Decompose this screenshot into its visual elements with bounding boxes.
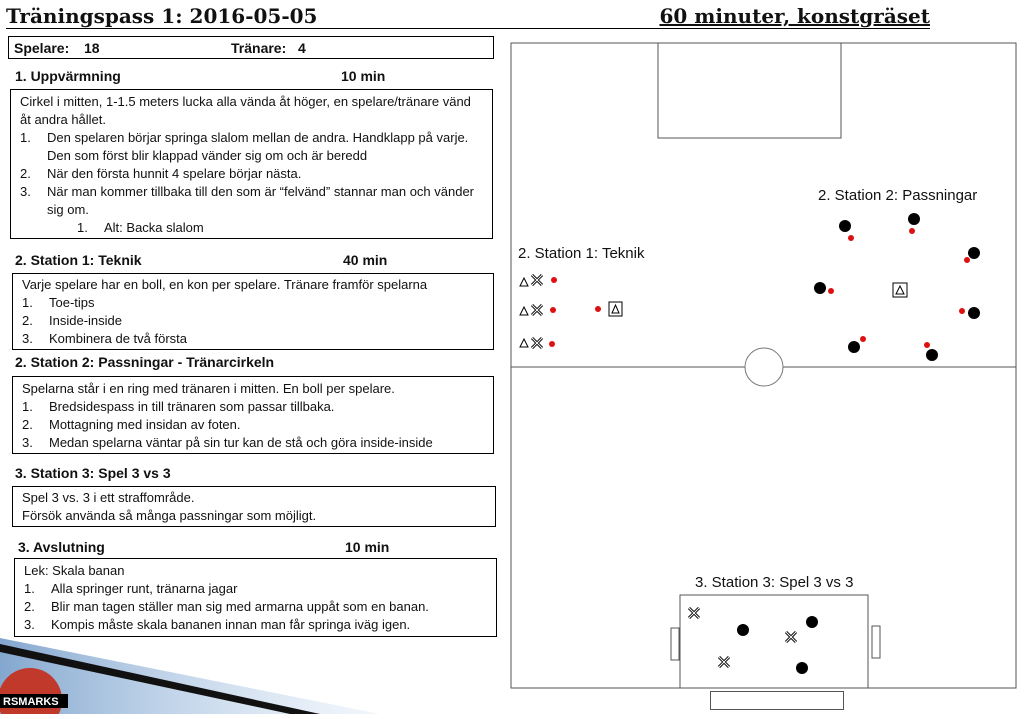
ball-icon (848, 235, 854, 241)
player-icon (814, 282, 826, 294)
list-item: 2.Mottagning med insidan av foten. (22, 417, 241, 432)
warmup-intro: Cirkel i mitten, 1-1.5 meters lucka alla… (20, 94, 471, 127)
station2-intro: Spelarna står i en ring med tränaren i m… (22, 381, 395, 396)
station1-row-1 (519, 273, 557, 287)
station2-field-label: 2. Station 2: Passningar (818, 187, 977, 204)
cone-icon (519, 305, 529, 316)
station1-heading: 2. Station 1: Teknik (15, 252, 142, 268)
goal-left (670, 627, 680, 661)
warmup-box: Cirkel i mitten, 1-1.5 meters lucka alla… (10, 89, 493, 239)
swoosh-blue (0, 638, 380, 714)
ball-icon (959, 308, 965, 314)
swoosh-black (0, 644, 320, 714)
ball-icon (595, 306, 601, 312)
ball-icon (909, 228, 915, 234)
ball-icon (549, 341, 555, 347)
cooldown-heading: 3. Avslutning (18, 539, 105, 555)
player-x-icon (530, 303, 544, 317)
players-value: 18 (84, 40, 100, 56)
warmup-heading: 1. Uppvärmning (15, 68, 121, 84)
top-penalty-area (657, 42, 842, 139)
warmup-list: 1.Den spelaren börjar springa slalom mel… (20, 129, 483, 219)
ball-icon (964, 257, 970, 263)
list-item: 1.Bredsidespass in till tränaren som pas… (22, 399, 335, 414)
station2-list: 1.Bredsidespass in till tränaren som pas… (22, 398, 484, 452)
warmup-time: 10 min (341, 68, 386, 84)
station3-heading: 3. Station 3: Spel 3 vs 3 (15, 465, 171, 481)
player-icon (839, 220, 851, 232)
cone-icon (519, 337, 529, 348)
cooldown-intro: Lek: Skala banan (24, 563, 125, 578)
title-bar: Träningspass 1: 2016-05-05 60 minuter, k… (6, 2, 930, 29)
player-x-icon (717, 655, 731, 669)
station1-box: Varje spelare har en boll, en kon per sp… (12, 273, 494, 350)
list-item: 1.Alla springer runt, tränarna jagar (24, 581, 238, 596)
list-item: 2.Inside-inside (22, 313, 122, 328)
station1-intro: Varje spelare har en boll, en kon per sp… (22, 277, 428, 292)
player-icon (908, 213, 920, 225)
player-x-icon (687, 606, 701, 620)
station2-heading: 2. Station 2: Passningar - Tränarcirkeln (15, 354, 275, 370)
station1-list: 1.Toe-tips 2.Inside-inside 3.Kombinera d… (22, 294, 484, 348)
player-x-icon (784, 630, 798, 644)
station3-box: Spel 3 vs. 3 i ett straffområde. Försök … (12, 486, 496, 527)
player-icon (806, 616, 818, 628)
list-item: 3.Kombinera de två första (22, 331, 188, 346)
station2-box: Spelarna står i en ring med tränaren i m… (12, 376, 494, 454)
station1-time: 40 min (343, 252, 388, 268)
station3-field-label: 3. Station 3: Spel 3 vs 3 (695, 574, 853, 591)
players-label: Spelare: (14, 40, 70, 56)
station1-field-label: 2. Station 1: Teknik (518, 245, 645, 262)
club-logo-area: RSMARKS (0, 630, 380, 719)
player-icon (968, 307, 980, 319)
coaches-value: 4 (298, 40, 306, 56)
cone-icon (519, 276, 529, 287)
swoosh-graphic: RSMARKS (0, 638, 380, 719)
station3-line1: Spel 3 vs. 3 i ett straffområde. (22, 490, 195, 505)
coaches-label: Tränare: (231, 40, 287, 56)
player-x-icon (530, 273, 544, 287)
player-x-icon (530, 336, 544, 350)
page-title: Träningspass 1: 2016-05-05 (6, 4, 318, 28)
station2-circle (814, 213, 980, 361)
station3-players (687, 606, 818, 674)
center-circle (744, 347, 784, 387)
cooldown-box: Lek: Skala banan 1.Alla springer runt, t… (14, 558, 497, 637)
ball-icon (924, 342, 930, 348)
cooldown-time: 10 min (345, 539, 390, 555)
list-item: 3.Kompis måste skala bananen innan man f… (24, 617, 411, 632)
bottom-penalty-area (679, 594, 869, 689)
player-icon (796, 662, 808, 674)
list-item: 3.Medan spelarna väntar på sin tur kan d… (22, 435, 433, 450)
bottom-goal-box (710, 691, 844, 710)
station1-row-3 (519, 336, 555, 350)
logo-banner (0, 694, 68, 708)
list-item: 1.Den spelaren börjar springa slalom mel… (20, 130, 469, 163)
ball-icon (551, 277, 557, 283)
player-icon (848, 341, 860, 353)
goal-right (871, 625, 881, 659)
list-item: 3.När man kommer tillbaka till den som ä… (20, 184, 475, 217)
player-icon (926, 349, 938, 361)
warmup-sub-item: 1.Alt: Backa slalom (77, 220, 204, 235)
cooldown-list: 1.Alla springer runt, tränarna jagar 2.B… (24, 580, 487, 634)
logo-text: RSMARKS (3, 696, 59, 708)
list-item: 2.När den första hunnit 4 spelare börjar… (20, 166, 302, 181)
stats-box: Spelare: 18 Tränare: 4 (8, 36, 494, 59)
list-item: 1.Toe-tips (22, 295, 95, 310)
station3-line2: Försök använda så många passningar som m… (22, 508, 317, 523)
list-item: 2.Blir man tagen ställer man sig med arm… (24, 599, 429, 614)
football-field: 2. Station 1: Teknik 2. Station 2: Passn… (510, 42, 1017, 689)
player-icon (737, 624, 749, 636)
ball-icon (550, 307, 556, 313)
player-icon (968, 247, 980, 259)
page-subtitle: 60 minuter, konstgräset (659, 4, 930, 28)
station1-row-2 (519, 301, 623, 317)
ball-icon (828, 288, 834, 294)
ball-icon (860, 336, 866, 342)
